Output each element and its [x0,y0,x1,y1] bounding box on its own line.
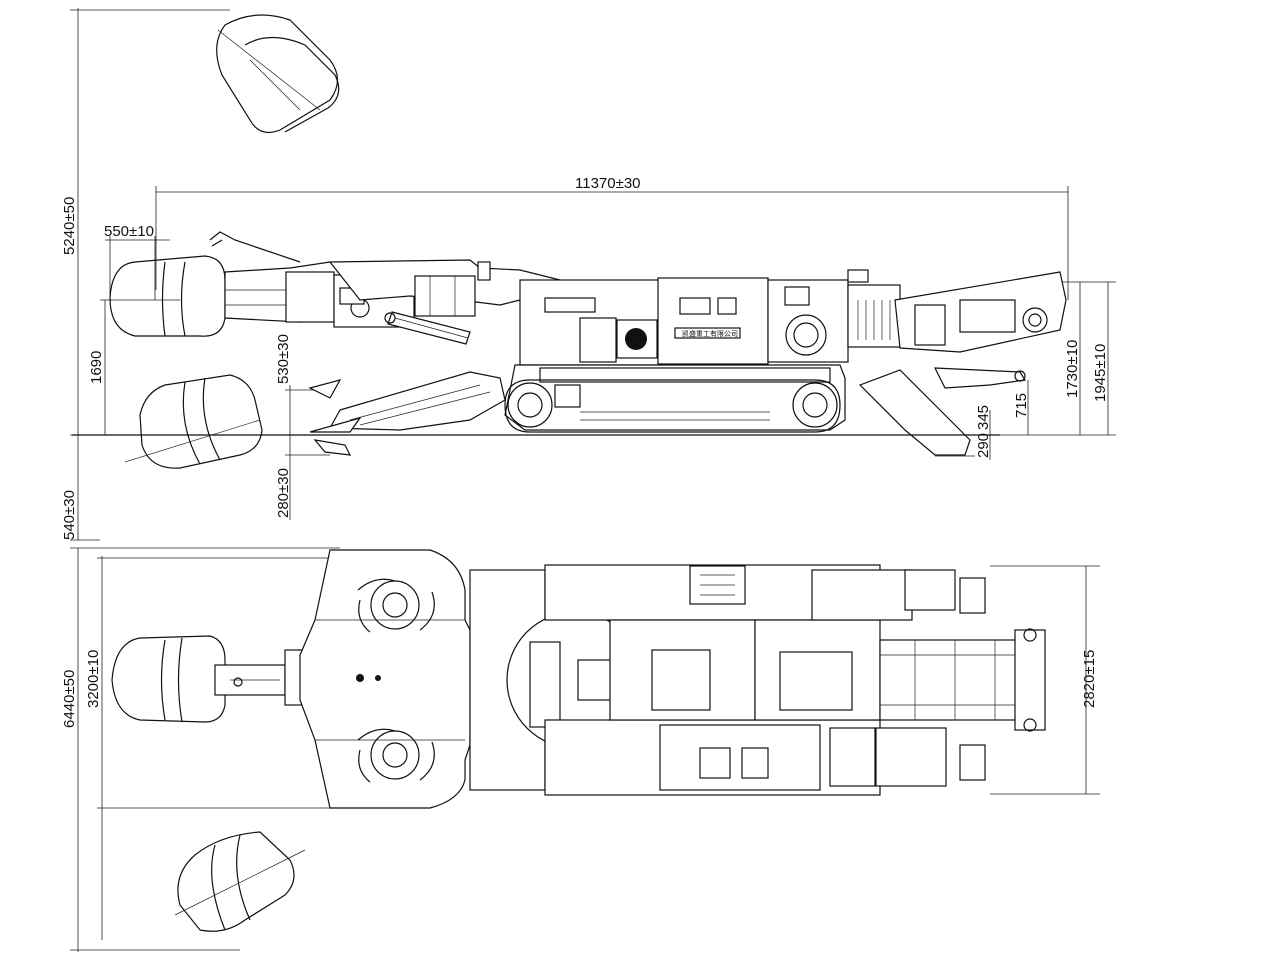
company-plate: 凯盛重工有限公司 [682,329,738,338]
dim-rear-height-1: 1730±10 [1064,340,1081,398]
dim-conveyor-height: 715 [1013,393,1030,418]
cutter-head-side-upper [109,255,226,337]
left-dimension-lines [70,8,340,952]
dim-cutter-center-height: 1690 [88,351,105,384]
cutter-head-swing-top [216,14,340,133]
dim-cutter-offset: 550±10 [104,223,154,240]
cutter-head-side-lower [124,374,263,469]
cutter-offset-dimension: 550±10 [104,223,170,300]
cutter-head-plan-left [111,635,226,723]
side-view-machine: 凯盛重工有限公司 [72,231,1067,457]
dim-total-length: 11370±30 [575,175,641,192]
length-dimension: 11370±30 [155,175,1069,300]
dim-rear-height-2: 1945±10 [1092,344,1109,402]
dim-total-width: 6440±50 [61,670,78,728]
dim-cutter-width: 3200±10 [85,650,102,708]
plan-view-machine [214,549,1046,809]
dim-body-width: 2820±15 [1081,650,1098,708]
dim-below-floor: 540±30 [61,490,78,540]
dim-apron-height: 530±30 [275,334,292,384]
dim-cut-depth: 280±30 [275,468,292,518]
dim-290: 290 [975,433,992,458]
dim-total-height: 5240±50 [61,197,78,255]
dim-345: 345 [975,405,992,430]
cutter-head-swing-bottom [174,831,306,932]
